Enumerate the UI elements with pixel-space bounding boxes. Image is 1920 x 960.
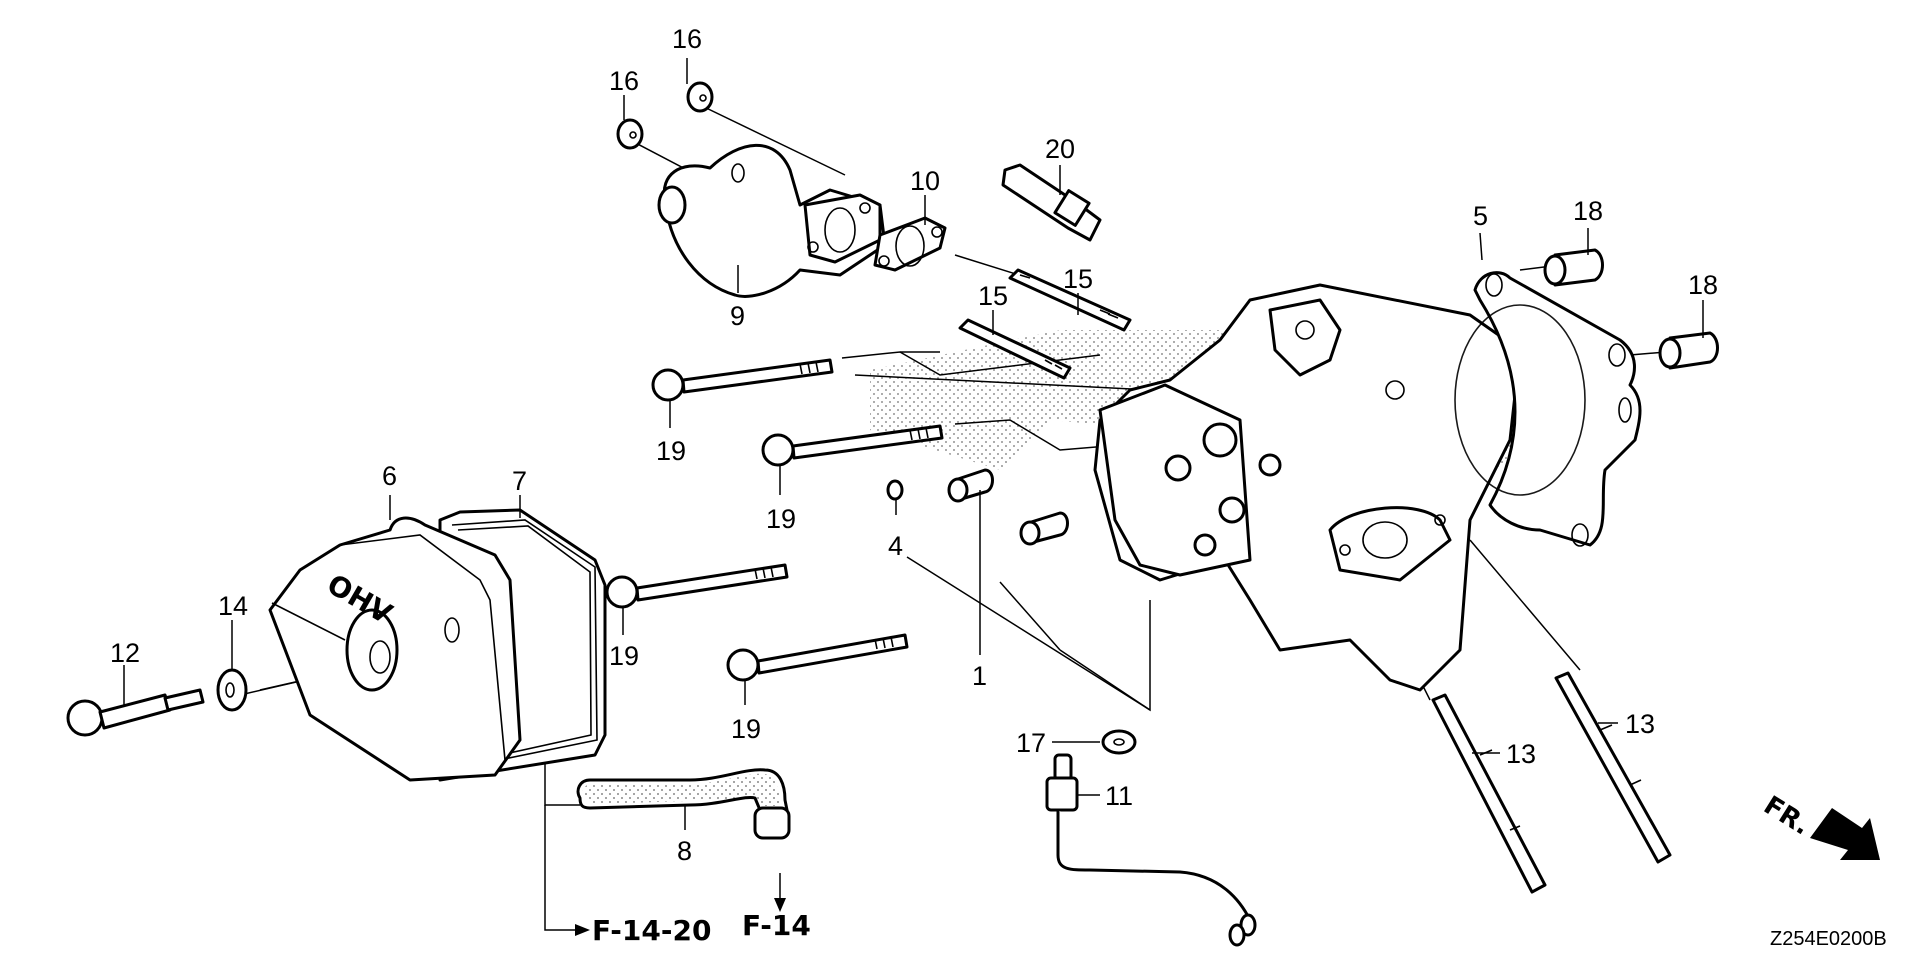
callout-13a[interactable]: 13 [1472,739,1536,769]
svg-text:14: 14 [218,591,248,621]
svg-text:17: 17 [1016,728,1046,758]
svg-text:F-14: F-14 [742,909,811,942]
callout-19b[interactable]: 19 [766,465,796,534]
reference-link-f-14-20[interactable]: F-14-20 [592,914,711,947]
svg-text:6: 6 [382,461,397,491]
part-5-head-gasket[interactable] [1454,271,1642,547]
svg-text:13: 13 [1625,709,1655,739]
part-19-bolt[interactable] [651,358,834,402]
svg-text:13: 13 [1506,739,1536,769]
part-13-stud[interactable] [1431,693,1547,894]
svg-text:11: 11 [1105,781,1133,811]
callout-19c[interactable]: 19 [609,607,639,671]
callout-11[interactable]: 11 [1077,781,1133,811]
part-18-dowel[interactable] [1658,331,1719,370]
callout-15a[interactable]: 15 [978,281,1008,335]
callout-13b[interactable]: 13 [1598,709,1655,739]
svg-text:12: 12 [110,638,140,668]
svg-text:4: 4 [888,531,903,561]
callout-19a[interactable]: 19 [656,400,686,466]
svg-text:19: 19 [609,641,639,671]
direction-arrow-icon [1810,808,1880,860]
callout-labels: 1 4 5 6 7 8 9 10 [110,24,1718,866]
part-19-bolt[interactable] [761,424,944,467]
part-18-dowel[interactable] [1543,248,1604,287]
callout-10[interactable]: 10 [910,166,940,225]
part-16-nut[interactable] [616,118,644,150]
part-6-head-cover[interactable]: OHV [268,516,522,782]
svg-text:16: 16 [672,24,702,54]
part-13-stud[interactable] [1554,671,1672,864]
svg-text:20: 20 [1045,134,1075,164]
callout-17[interactable]: 17 [1016,728,1100,758]
part-15-stud[interactable] [958,318,1072,380]
callout-19d[interactable]: 19 [731,680,761,744]
svg-text:5: 5 [1473,201,1488,231]
callout-12[interactable]: 12 [110,638,140,705]
svg-text:7: 7 [512,466,527,496]
part-4-clip[interactable] [886,479,904,501]
part-12-bolt[interactable] [66,688,205,737]
svg-text:19: 19 [731,714,761,744]
svg-text:1: 1 [972,661,987,691]
callout-14[interactable]: 14 [218,591,248,670]
callout-16a[interactable]: 16 [609,66,639,120]
svg-text:19: 19 [766,504,796,534]
callout-18b[interactable]: 18 [1688,270,1718,338]
svg-text:16: 16 [609,66,639,96]
part-1-dowel-pin[interactable] [947,468,994,503]
callout-5[interactable]: 5 [1473,201,1488,261]
part-8-breather-tube[interactable] [576,768,791,840]
svg-text:15: 15 [1063,264,1093,294]
part-15-stud[interactable] [1008,268,1132,332]
svg-text:18: 18 [1688,270,1718,300]
part-14-grommet[interactable] [216,668,248,712]
part-1-dowel-pin[interactable] [1019,511,1069,546]
svg-text:10: 10 [910,166,940,196]
svg-text:19: 19 [656,436,686,466]
svg-text:FR.: FR. [1758,790,1815,841]
callout-4[interactable]: 4 [888,500,903,561]
svg-text:15: 15 [978,281,1008,311]
front-direction-indicator: FR. [1758,790,1880,860]
drawing-code: Z254E0200B [1770,928,1887,950]
callout-16b[interactable]: 16 [672,24,702,84]
svg-text:8: 8 [677,836,692,866]
part-11-sensor[interactable] [1045,753,1257,947]
callout-6[interactable]: 6 [382,461,397,520]
callout-15b[interactable]: 15 [1063,264,1093,315]
cylinder-head-assembly[interactable] [1093,283,1522,692]
svg-text:9: 9 [730,301,745,331]
callout-7[interactable]: 7 [512,466,527,518]
part-9-manifold[interactable] [657,143,887,298]
part-16-nut[interactable] [686,81,714,113]
callout-18a[interactable]: 18 [1573,196,1603,255]
part-10-gasket[interactable] [873,216,947,272]
part-19-bolt[interactable] [605,563,789,609]
callout-9[interactable]: 9 [730,265,745,331]
callout-20[interactable]: 20 [1045,134,1075,195]
part-19-bolt[interactable] [726,633,909,682]
part-17-washer[interactable] [1101,729,1137,755]
callout-8[interactable]: 8 [677,805,692,866]
svg-text:18: 18 [1573,196,1603,226]
callout-1[interactable]: 1 [972,490,987,691]
svg-text:F-14-20: F-14-20 [592,914,711,947]
part-20-spark-plug[interactable] [1001,163,1102,242]
reference-link-f-14[interactable]: F-14 [742,909,811,942]
